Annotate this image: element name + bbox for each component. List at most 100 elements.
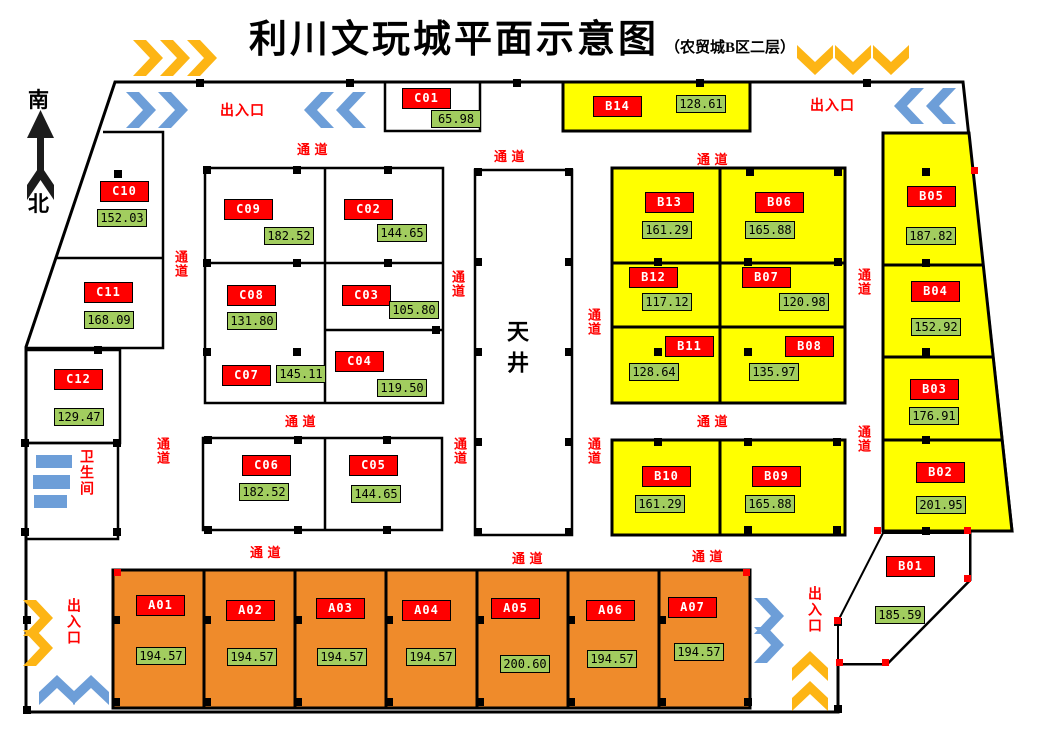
stall-code-b08: B08 xyxy=(785,336,834,357)
stall-area-b09: 165.88 xyxy=(745,495,795,513)
zone-c-blocks xyxy=(24,80,482,541)
corridor-label: 通 道 xyxy=(285,415,316,430)
stall-code-b13: B13 xyxy=(645,192,694,213)
stall-code-c06: C06 xyxy=(242,455,291,476)
stall-area-b06: 165.88 xyxy=(745,221,795,239)
yellow-chevrons-top-right-down-icon xyxy=(797,45,909,75)
stall-area-b11: 128.64 xyxy=(629,363,679,381)
stall-area-b12: 117.12 xyxy=(642,293,692,311)
stall-code-c05: C05 xyxy=(349,455,398,476)
stall-area-b04: 152.92 xyxy=(911,318,961,336)
stall-code-b01: B01 xyxy=(886,556,935,577)
stall-code-b03: B03 xyxy=(910,379,959,400)
corridor-label: 通道 xyxy=(855,425,870,453)
corridor-label: 通 道 xyxy=(697,415,728,430)
corridor-label: 通 道 xyxy=(512,552,543,567)
stall-area-a01: 194.57 xyxy=(136,647,186,665)
stall-area-b01: 185.59 xyxy=(875,606,925,624)
stall-code-b02: B02 xyxy=(916,462,965,483)
stall-code-a04: A04 xyxy=(402,600,451,621)
zone-a-block xyxy=(111,568,752,710)
stall-area-c09: 182.52 xyxy=(264,227,314,245)
corridor-label: 通道 xyxy=(172,250,187,278)
north-arrow-icon xyxy=(27,110,54,200)
corridor-label: 通 道 xyxy=(697,153,728,168)
stall-code-a01: A01 xyxy=(136,595,185,616)
stall-area-b07: 120.98 xyxy=(779,293,829,311)
stall-area-b10: 161.29 xyxy=(635,495,685,513)
stall-area-b03: 176.91 xyxy=(909,407,959,425)
yellow-chevrons-top-left-right-icon xyxy=(133,40,217,76)
stall-code-a03: A03 xyxy=(316,598,365,619)
stall-area-a05: 200.60 xyxy=(500,655,550,673)
blue-chevrons-top-right-left-icon xyxy=(894,88,956,124)
stall-area-a02: 194.57 xyxy=(227,648,277,666)
atrium-label: 天井 xyxy=(504,320,529,382)
yellow-chevrons-bottom-right-up-icon xyxy=(792,651,828,711)
stall-code-b04: B04 xyxy=(911,281,960,302)
corridor-label: 通道 xyxy=(585,437,600,465)
stall-area-a06: 194.57 xyxy=(587,650,637,668)
stall-code-a02: A02 xyxy=(226,600,275,621)
stall-code-c02: C02 xyxy=(344,199,393,220)
page-title: 利川文玩城平面示意图 （农贸城B区二层） xyxy=(0,8,1044,63)
stall-code-b10: B10 xyxy=(642,466,691,487)
yellow-chevrons-bottom-left-right-icon xyxy=(23,600,53,666)
entrance-label: 出入口 xyxy=(65,598,81,646)
stall-code-b11: B11 xyxy=(665,336,714,357)
stall-area-a04: 194.57 xyxy=(406,648,456,666)
stall-area-c08: 131.80 xyxy=(227,312,277,330)
entrance-label: 出入口 xyxy=(220,103,265,119)
corridor-label: 通道 xyxy=(449,270,464,298)
corner-markers-red xyxy=(114,167,978,666)
stall-code-c12: C12 xyxy=(54,369,103,390)
stall-code-b14: B14 xyxy=(593,96,642,117)
stall-code-c11: C11 xyxy=(84,282,133,303)
stall-code-c09: C09 xyxy=(224,199,273,220)
blue-chevrons-bottom-right-right-icon xyxy=(754,598,784,663)
title-main: 利川文玩城平面示意图 xyxy=(248,19,659,61)
stall-area-c02: 144.65 xyxy=(377,224,427,242)
stall-code-c04: C04 xyxy=(335,351,384,372)
entrance-label: 出入口 xyxy=(810,98,855,114)
stall-area-b02: 201.95 xyxy=(916,496,966,514)
stall-code-b06: B06 xyxy=(755,192,804,213)
entrance-label: 出入口 xyxy=(806,586,822,634)
stall-code-c03: C03 xyxy=(342,285,391,306)
stall-code-c08: C08 xyxy=(227,285,276,306)
blue-chevrons-bottom-left-up-icon xyxy=(39,675,109,705)
stall-area-c10: 152.03 xyxy=(97,209,147,227)
stall-area-c01: 65.98 xyxy=(431,110,481,128)
stall-code-b09: B09 xyxy=(752,466,801,487)
corridor-label: 通 道 xyxy=(692,550,723,565)
compass-north-label: 北 xyxy=(28,192,49,216)
stall-area-c11: 168.09 xyxy=(84,311,134,329)
corridor-label: 通 道 xyxy=(494,150,525,165)
stall-area-c12: 129.47 xyxy=(54,408,104,426)
stall-area-c05: 144.65 xyxy=(351,485,401,503)
corridor-label: 通道 xyxy=(585,308,600,336)
stall-area-b08: 135.97 xyxy=(749,363,799,381)
compass-south-label: 南 xyxy=(28,88,49,112)
stall-area-b05: 187.82 xyxy=(906,227,956,245)
stall-area-a07: 194.57 xyxy=(674,643,724,661)
stall-area-b14: 128.61 xyxy=(676,95,726,113)
corridor-label: 通道 xyxy=(451,437,466,465)
blue-chevrons-top-center-left-icon xyxy=(304,92,366,128)
stall-code-b07: B07 xyxy=(742,267,791,288)
corridor-label: 通 道 xyxy=(297,143,328,158)
stall-code-c10: C10 xyxy=(100,181,149,202)
atrium-outline xyxy=(473,168,574,537)
stall-area-c06: 182.52 xyxy=(239,483,289,501)
stall-code-a06: A06 xyxy=(586,600,635,621)
restroom-label: 卫生间 xyxy=(78,449,94,497)
stall-code-a07: A07 xyxy=(668,597,717,618)
stall-code-c07: C07 xyxy=(222,365,271,386)
stall-area-c07: 145.11 xyxy=(276,365,326,383)
stall-code-a05: A05 xyxy=(491,598,540,619)
stall-area-c04: 119.50 xyxy=(377,379,427,397)
zone-b-inner-walls xyxy=(612,168,1002,535)
corridor-label: 通 道 xyxy=(250,546,281,561)
restroom-stalls-icon xyxy=(33,455,72,508)
